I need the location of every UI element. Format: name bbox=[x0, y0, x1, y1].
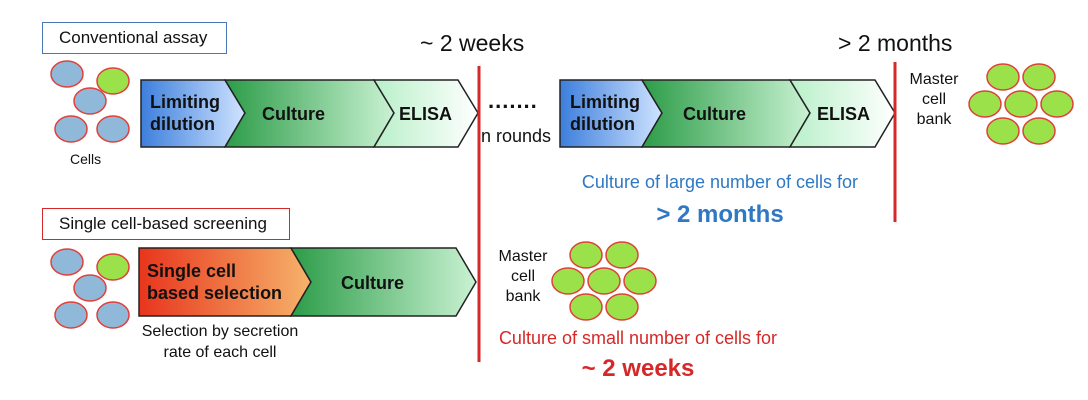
master-bank-cells-top bbox=[968, 63, 1074, 145]
stage-label-single-cell-selection: Single cell based selection bbox=[147, 261, 283, 303]
stage-elisa bbox=[372, 79, 479, 148]
stage-label-elisa: ELISA bbox=[399, 104, 453, 124]
cells-row2 bbox=[50, 248, 130, 329]
time-marker-2-months: > 2 months bbox=[838, 30, 953, 56]
time-marker-2-weeks: ~ 2 weeks bbox=[420, 30, 525, 56]
conventional-assay-label: Conventional assay bbox=[42, 22, 227, 54]
rounds-label: n rounds bbox=[481, 126, 552, 146]
stage-culture-3 bbox=[289, 247, 477, 317]
stage-elisa-2 bbox=[788, 79, 896, 148]
stage-label-culture-3: Culture bbox=[341, 273, 404, 293]
conventional-note-line2: > 2 months bbox=[656, 201, 784, 228]
stage-label-culture: Culture bbox=[262, 104, 325, 124]
stage-label-limiting-dilution: Limiting dilution bbox=[150, 92, 220, 134]
master-bank-label-bottom: Master cell bank bbox=[498, 248, 548, 305]
master-bank-label-top: Master cell bank bbox=[909, 71, 959, 128]
cells-row1 bbox=[50, 60, 130, 143]
single-cell-process-arrow bbox=[138, 247, 477, 317]
stage-label-culture-2: Culture bbox=[683, 104, 746, 124]
single-cell-screening-label: Single cell-based screening bbox=[42, 208, 290, 240]
rounds-dots: ....... bbox=[488, 88, 538, 113]
cells-label: Cells bbox=[70, 151, 102, 167]
selection-note: Selection by secretion rate of each cell bbox=[141, 323, 299, 361]
single-cell-note-line1: Culture of small number of cells for bbox=[498, 328, 778, 348]
conventional-process-arrow-1 bbox=[140, 79, 479, 148]
single-cell-note-line2: ~ 2 weeks bbox=[581, 355, 695, 382]
stage-label-elisa-2: ELISA bbox=[817, 104, 871, 124]
conventional-process-arrow-2 bbox=[559, 79, 896, 148]
master-bank-cells-bottom bbox=[551, 241, 657, 321]
conventional-note-line1: Culture of large number of cells for bbox=[581, 172, 859, 192]
stage-label-limiting-dilution-2: Limiting dilution bbox=[570, 92, 640, 134]
